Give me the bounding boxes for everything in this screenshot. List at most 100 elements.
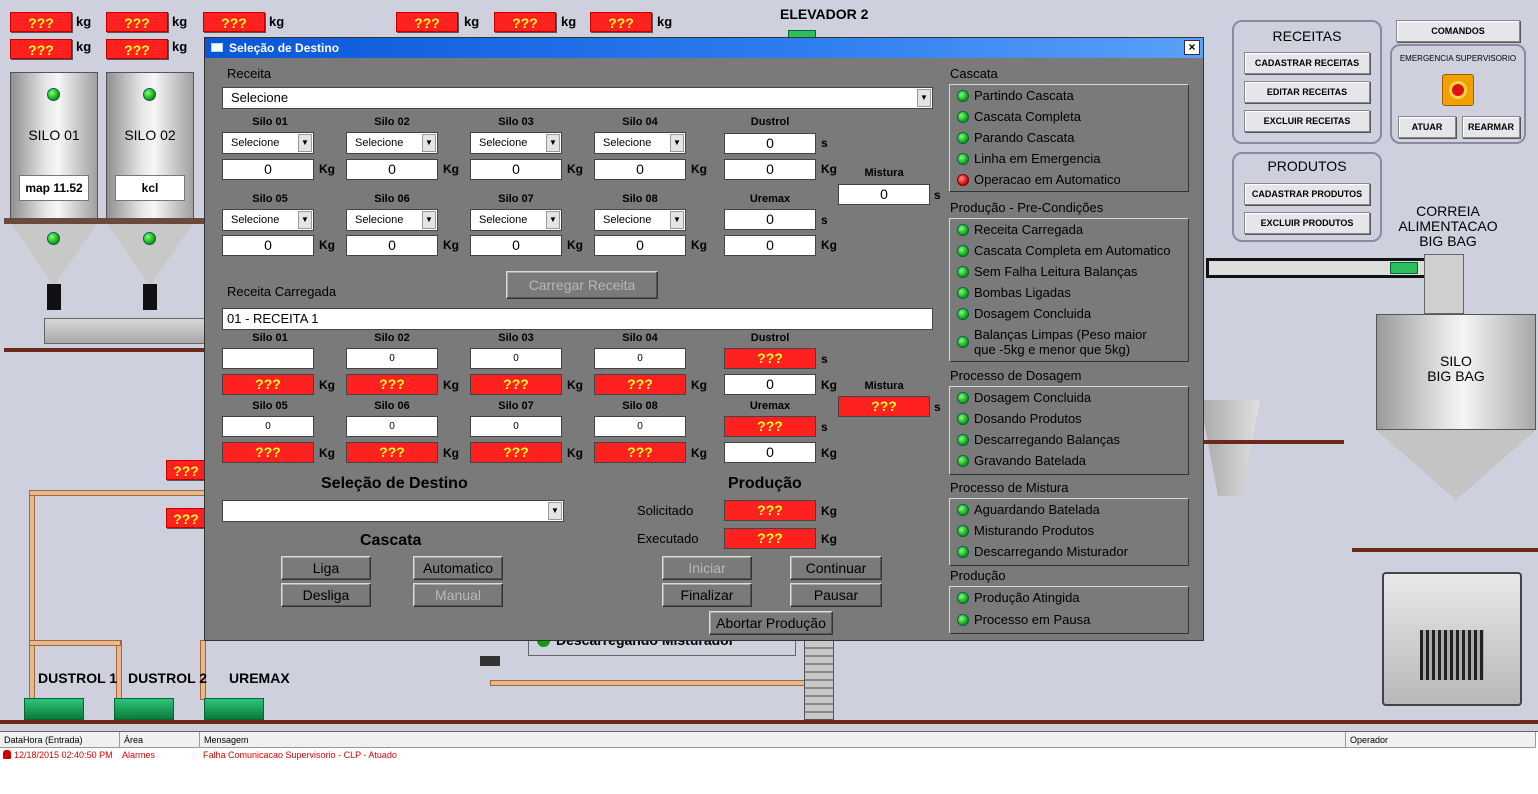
alarm-list[interactable]: DataHora (Entrada) Área Mensagem Operado… bbox=[0, 731, 1538, 794]
abortar-producao-button[interactable]: Abortar Produção bbox=[709, 611, 833, 635]
excluir-produtos-button[interactable]: EXCLUIR PRODUTOS bbox=[1244, 212, 1370, 234]
liga-button[interactable]: Liga bbox=[281, 556, 371, 580]
silo-01-kg-input[interactable]: 0 bbox=[222, 159, 314, 180]
status-item: Cascata Completa bbox=[974, 109, 1081, 124]
kg-unit: Kg bbox=[691, 238, 707, 252]
top-value-7: ??? bbox=[10, 39, 72, 59]
right-platform bbox=[1352, 548, 1538, 552]
loaded-silo-header-4: Silo 04 bbox=[622, 332, 658, 344]
status-led bbox=[957, 592, 969, 604]
correia-motor bbox=[1390, 262, 1418, 274]
silo-06-kg-input[interactable]: 0 bbox=[346, 235, 438, 256]
cadastrar-produtos-button[interactable]: CADASTRAR PRODUTOS bbox=[1244, 183, 1370, 205]
status-item: Aguardando Batelada bbox=[974, 502, 1100, 517]
receita-select[interactable]: Selecione ▼ bbox=[222, 87, 933, 109]
kg-unit: Kg bbox=[821, 378, 837, 392]
silo-04-kg-input[interactable]: 0 bbox=[594, 159, 686, 180]
status-item: Balanças Limpas (Peso maior que -5kg e m… bbox=[974, 327, 1147, 357]
finalizar-button[interactable]: Finalizar bbox=[662, 583, 752, 607]
automatico-button[interactable]: Automatico bbox=[413, 556, 503, 580]
dustrol-time-unit: s bbox=[821, 136, 828, 150]
desliga-button[interactable]: Desliga bbox=[281, 583, 371, 607]
destino-select[interactable]: ▼ bbox=[222, 500, 564, 522]
destino-title: Seleção de Destino bbox=[321, 475, 468, 492]
silo-01-product-select[interactable]: Selecione▼ bbox=[222, 132, 314, 154]
loaded-silo-07-product: 0 bbox=[470, 416, 562, 437]
dosagem-title: Processo de Dosagem bbox=[950, 368, 1082, 383]
silo-08-product-select[interactable]: Selecione▼ bbox=[594, 209, 686, 231]
alarm-header-operador[interactable]: Operador bbox=[1346, 732, 1536, 748]
kg-unit: Kg bbox=[691, 378, 707, 392]
silo-08-kg-input[interactable]: 0 bbox=[594, 235, 686, 256]
silo-07-product-select[interactable]: Selecione▼ bbox=[470, 209, 562, 231]
emergency-stop-inner bbox=[1449, 81, 1467, 99]
silo-02-product-select[interactable]: Selecione▼ bbox=[346, 132, 438, 154]
loaded-silo-05-kg: ??? bbox=[222, 442, 314, 463]
alarm-header-mensagem[interactable]: Mensagem bbox=[200, 732, 1346, 748]
kg-unit: Kg bbox=[443, 162, 459, 176]
top-unit-2: kg bbox=[172, 14, 188, 29]
status-item: Linha em Emergencia bbox=[974, 151, 1101, 166]
silo-04-product-select[interactable]: Selecione▼ bbox=[594, 132, 686, 154]
rearmar-button[interactable]: REARMAR bbox=[1462, 116, 1520, 138]
mistura-time-input[interactable]: 0 bbox=[838, 184, 930, 205]
silo-header-5: Silo 05 bbox=[252, 193, 288, 205]
silo-07-kg-input[interactable]: 0 bbox=[470, 235, 562, 256]
elevador-label: ELEVADOR 2 bbox=[780, 6, 869, 22]
loaded-silo-header-7: Silo 07 bbox=[498, 400, 534, 412]
silo-03-product-select[interactable]: Selecione▼ bbox=[470, 132, 562, 154]
solicitado-value: ??? bbox=[724, 500, 816, 521]
dustrol-time-input[interactable]: 0 bbox=[724, 133, 816, 154]
uremax-time-input[interactable]: 0 bbox=[724, 209, 816, 230]
carregar-receita-button[interactable]: Carregar Receita bbox=[506, 271, 658, 299]
alarm-mensagem: Falha Comunicacao Supervisorio - CLP - A… bbox=[203, 750, 397, 760]
silo-06-product-select[interactable]: Selecione▼ bbox=[346, 209, 438, 231]
status-item: Sem Falha Leitura Balanças bbox=[974, 264, 1138, 279]
loaded-silo-03-product: 0 bbox=[470, 348, 562, 369]
editar-receitas-button[interactable]: EDITAR RECEITAS bbox=[1244, 81, 1370, 103]
loaded-uremax-time: ??? bbox=[724, 416, 816, 437]
close-icon[interactable]: × bbox=[1184, 40, 1200, 55]
dustrol-header: Dustrol bbox=[750, 116, 790, 128]
loaded-silo-07-kg: ??? bbox=[470, 442, 562, 463]
excluir-receitas-button[interactable]: EXCLUIR RECEITAS bbox=[1244, 110, 1370, 132]
uremax-header: Uremax bbox=[749, 193, 791, 205]
alarm-header-area[interactable]: Área bbox=[120, 732, 200, 748]
silo-03-kg-input[interactable]: 0 bbox=[470, 159, 562, 180]
seconds-unit: s bbox=[821, 352, 828, 366]
silo-05-product-select[interactable]: Selecione▼ bbox=[222, 209, 314, 231]
status-item: Cascata Completa em Automatico bbox=[974, 243, 1171, 258]
chevron-down-icon: ▼ bbox=[546, 211, 560, 229]
loaded-silo-08-product: 0 bbox=[594, 416, 686, 437]
continuar-button[interactable]: Continuar bbox=[790, 556, 882, 580]
comandos-button[interactable]: COMANDOS bbox=[1396, 20, 1520, 42]
kg-unit: Kg bbox=[567, 238, 583, 252]
silo-05-kg-input[interactable]: 0 bbox=[222, 235, 314, 256]
line-1 bbox=[4, 348, 204, 352]
manual-button[interactable]: Manual bbox=[413, 583, 503, 607]
producao-box: Produção Atingida Processo em Pausa bbox=[949, 586, 1189, 634]
pipe-1 bbox=[29, 492, 35, 700]
producao-status-title: Produção bbox=[950, 568, 1006, 583]
dialog-titlebar[interactable]: Seleção de Destino × bbox=[205, 38, 1203, 58]
kg-unit: Kg bbox=[691, 446, 707, 460]
status-led bbox=[957, 392, 969, 404]
silo-02: SILO 02 kcl bbox=[106, 72, 194, 312]
atuar-button[interactable]: ATUAR bbox=[1398, 116, 1456, 138]
silo-header-2: Silo 02 bbox=[374, 116, 410, 128]
dustrol-kg-input[interactable]: 0 bbox=[724, 159, 816, 180]
top-unit-4: kg bbox=[464, 14, 480, 29]
status-led bbox=[957, 455, 969, 467]
side-value-1: ??? bbox=[166, 460, 206, 480]
loaded-silo-05-product: 0 bbox=[222, 416, 314, 437]
uremax-time-unit: s bbox=[821, 213, 828, 227]
alarm-header-datahora[interactable]: DataHora (Entrada) bbox=[0, 732, 120, 748]
uremax-kg-input[interactable]: 0 bbox=[724, 235, 816, 256]
kg-unit: Kg bbox=[319, 446, 335, 460]
silo-02-kg-input[interactable]: 0 bbox=[346, 159, 438, 180]
iniciar-button[interactable]: Iniciar bbox=[662, 556, 752, 580]
pausar-button[interactable]: Pausar bbox=[790, 583, 882, 607]
cadastrar-receitas-button[interactable]: CADASTRAR RECEITAS bbox=[1244, 52, 1370, 74]
mid-silo bbox=[1200, 400, 1260, 496]
kg-unit: Kg bbox=[821, 532, 837, 546]
